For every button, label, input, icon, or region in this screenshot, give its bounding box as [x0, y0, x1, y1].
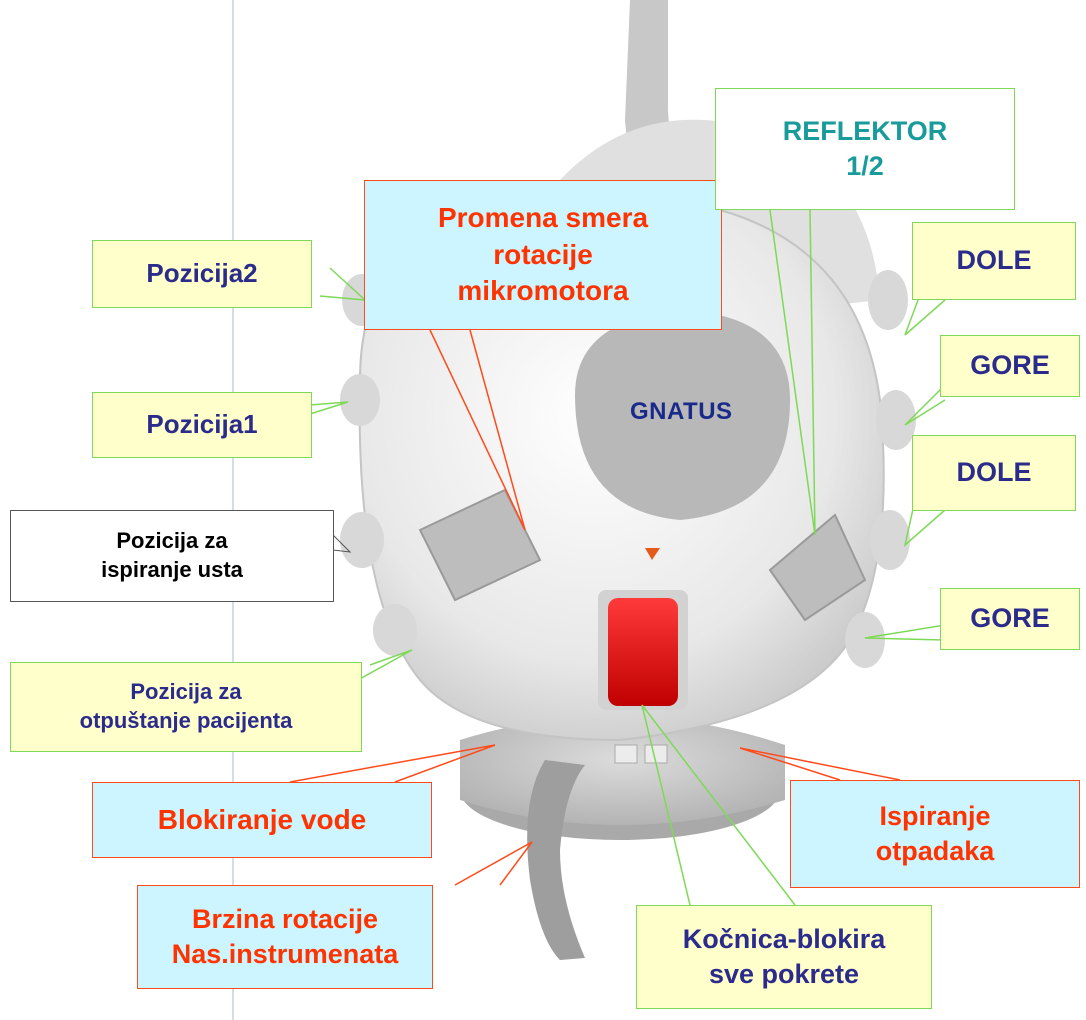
callout-blokiranje-vode: Blokiranje vode [92, 782, 432, 858]
leader-dole-2 [903, 499, 946, 548]
lower-cable [527, 760, 585, 960]
leader-gore-2 [864, 624, 946, 641]
callout-kocnica: Kočnica-blokira sve pokrete [636, 905, 932, 1009]
center-dome [575, 310, 790, 520]
base-switch-1 [614, 744, 638, 764]
callout-dole-1: DOLE [912, 222, 1076, 300]
right-paddle [768, 513, 867, 622]
callout-pozicija2: Pozicija2 [92, 240, 312, 308]
gnatus-logo: GNATUS [630, 398, 733, 425]
leader-ispiranje-otpadaka [739, 747, 901, 781]
callout-otpustanje: Pozicija za otpuštanje pacijenta [10, 662, 362, 752]
callout-reflektor: REFLEKTOR 1/2 [715, 88, 1015, 210]
leader-ispiranje-usta [332, 534, 352, 553]
bump-left-3 [340, 512, 384, 568]
leader-otpustanje [339, 649, 413, 691]
leader-promena [429, 329, 526, 531]
bump-right-1 [868, 270, 908, 330]
leader-dole-1 [904, 299, 946, 336]
bump-left-4 [373, 604, 417, 656]
leader-reflektor [769, 209, 816, 536]
leader-gore-1 [904, 384, 946, 426]
bump-left-2 [340, 374, 380, 426]
leader-pozicija1 [309, 401, 349, 415]
arrow-marker [645, 548, 660, 560]
left-paddle [418, 488, 542, 602]
leader-blokiranje [289, 744, 496, 783]
callout-ispiranje-usta: Pozicija za ispiranje usta [10, 510, 334, 602]
bump-right-2 [876, 390, 916, 450]
leader-kocnica [641, 704, 796, 906]
bump-right-3 [870, 510, 910, 570]
callout-promena-smera: Promena smera rotacije mikromotora [364, 180, 722, 330]
callout-ispiranje-otpadaka: Ispiranje otpadaka [790, 780, 1080, 888]
leader-brzina [454, 841, 533, 886]
brake-button [608, 598, 678, 706]
callout-dole-2: DOLE [912, 435, 1076, 511]
callout-pozicija1: Pozicija1 [92, 392, 312, 458]
callout-gore-2: GORE [940, 588, 1080, 650]
callout-gore-1: GORE [940, 335, 1080, 397]
callout-brzina-rotacije: Brzina rotacije Nas.instrumenata [137, 885, 433, 989]
bump-right-4 [845, 612, 885, 668]
